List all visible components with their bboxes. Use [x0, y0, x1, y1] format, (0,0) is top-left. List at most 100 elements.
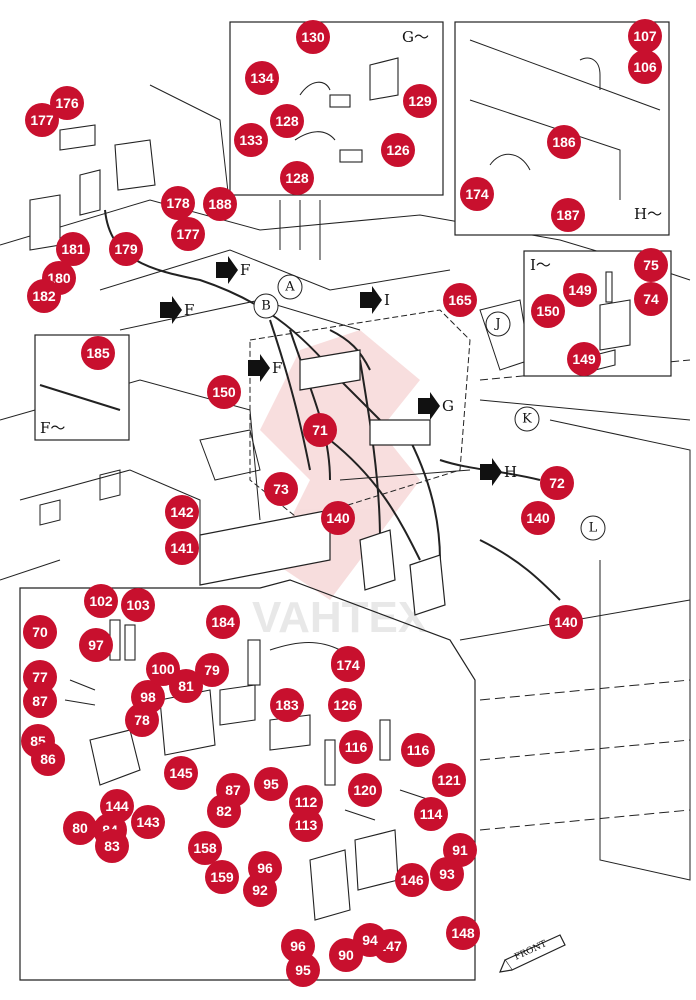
callout-150: 150 [531, 294, 565, 328]
callout-circle [25, 103, 59, 137]
valve-assembly [199, 349, 446, 616]
callout-circle [270, 688, 304, 722]
callout-95: 95 [286, 953, 320, 987]
callout-circle [460, 177, 494, 211]
callout-number: 133 [239, 132, 263, 148]
callout-circle [165, 531, 199, 565]
watermark-text: VAHTEX [252, 593, 427, 642]
inset-h-title: H〜 [634, 205, 662, 223]
callout-120: 120 [348, 773, 382, 807]
callout-number: 121 [437, 772, 461, 788]
callout-113: 113 [289, 808, 323, 842]
callout-number: 174 [465, 186, 489, 202]
callout-circle [31, 742, 65, 776]
callout-circle [56, 232, 90, 266]
callout-128: 128 [280, 161, 314, 195]
callout-circle [521, 501, 555, 535]
callout-number: 149 [572, 351, 596, 367]
callout-number: 126 [333, 697, 357, 713]
callout-number: 92 [252, 882, 268, 898]
callout-circle [531, 294, 565, 328]
callout-182: 182 [27, 279, 61, 313]
callout-129: 129 [403, 84, 437, 118]
callout-174: 174 [331, 648, 365, 682]
callout-circle [432, 763, 466, 797]
callout-number: 116 [407, 742, 430, 758]
flag-label: F [240, 261, 250, 279]
callout-158: 158 [188, 831, 222, 865]
flag-F: F [160, 296, 194, 324]
callout-177: 177 [25, 103, 59, 137]
callout-circle [270, 104, 304, 138]
callout-165: 165 [443, 283, 477, 317]
callout-97: 97 [79, 628, 113, 662]
callout-174: 174 [460, 177, 494, 211]
svg-text:L: L [589, 521, 598, 536]
callout-circle [131, 805, 165, 839]
view-letter-B: B [253, 293, 279, 319]
callout-186: 186 [547, 125, 581, 159]
callout-circle [203, 187, 237, 221]
callout-100: 100 [146, 652, 180, 686]
callout-circle [195, 653, 229, 687]
callout-number: 181 [61, 241, 85, 257]
callout-circle [207, 794, 241, 828]
callout-142: 142 [165, 495, 199, 529]
flag-label: I [384, 291, 390, 309]
callout-116: 116 [401, 733, 435, 767]
callout-82: 82 [207, 794, 241, 828]
inset-f-title: F〜 [40, 419, 65, 437]
callout-number: 82 [216, 803, 232, 819]
callout-number: 144 [105, 798, 129, 814]
callout-circle [289, 808, 323, 842]
callout-circle [296, 20, 330, 54]
callout-circle [381, 133, 415, 167]
callout-circle [50, 86, 84, 120]
callout-number: 98 [140, 689, 156, 705]
callout-128: 128 [270, 104, 304, 138]
callout-number: 150 [212, 384, 236, 400]
callout-121: 121 [432, 763, 466, 797]
callout-number: 143 [136, 814, 160, 830]
callout-number: 95 [263, 776, 279, 792]
callout-circle [328, 688, 362, 722]
callout-circle [27, 279, 61, 313]
callout-circle [395, 863, 429, 897]
callout-circle [403, 84, 437, 118]
callout-number: 87 [32, 693, 48, 709]
inset-i-title: I〜 [530, 256, 551, 274]
callout-130: 130 [296, 20, 330, 54]
callout-number: 71 [312, 422, 328, 438]
flag-F: F [216, 256, 250, 284]
callout-116: 116 [339, 730, 373, 764]
view-letter-J: J [485, 311, 511, 337]
callout-number: 116 [345, 739, 368, 755]
callout-187: 187 [551, 198, 585, 232]
callout-number: 179 [114, 241, 138, 257]
callout-number: 102 [89, 593, 113, 609]
callout-circle [188, 831, 222, 865]
flag-G: G [418, 392, 454, 420]
callout-circle [348, 773, 382, 807]
view-letter-A: A [277, 274, 303, 300]
callout-number: 145 [169, 765, 193, 781]
callout-bubbles: 1301341281291331281261071061861741871771… [21, 19, 668, 987]
svg-text:J: J [493, 317, 500, 332]
callout-87: 87 [23, 684, 57, 718]
callout-71: 71 [303, 413, 337, 447]
callout-number: 81 [178, 678, 194, 694]
flag-label: F [272, 359, 282, 377]
callout-circle [303, 413, 337, 447]
callout-circle [125, 703, 159, 737]
callout-number: 96 [290, 938, 306, 954]
callout-93: 93 [430, 857, 464, 891]
callout-107: 107 [628, 19, 662, 53]
callout-circle [628, 19, 662, 53]
callout-circle [79, 628, 113, 662]
flag-F: F [248, 354, 282, 382]
callout-143: 143 [131, 805, 165, 839]
callout-circle [171, 217, 205, 251]
callout-number: 128 [285, 170, 309, 186]
